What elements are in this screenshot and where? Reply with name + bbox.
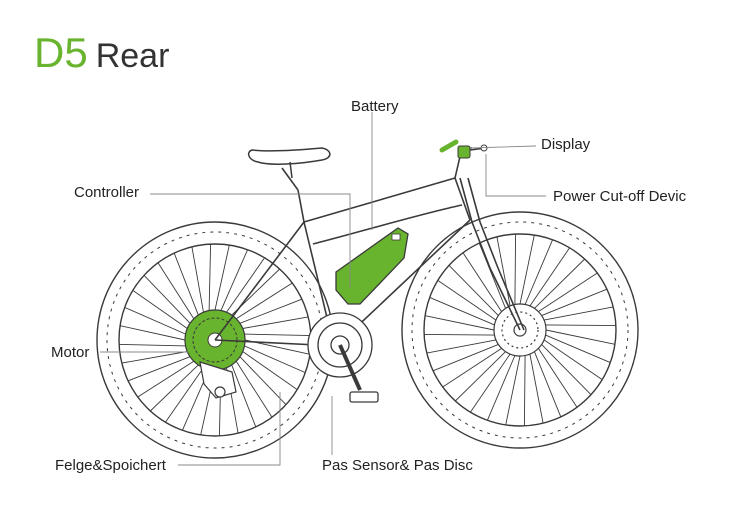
spoke (541, 288, 608, 317)
spoke (478, 242, 507, 309)
front-spokes (424, 234, 616, 426)
spoke (437, 280, 497, 321)
spoke (143, 274, 191, 324)
spoke (157, 262, 195, 320)
chainring-crank (307, 312, 379, 403)
spoke (529, 353, 544, 424)
spoke (462, 252, 502, 312)
rear-derailleur (199, 361, 237, 399)
spoke (545, 329, 615, 345)
handlebar-display (439, 139, 488, 159)
spoke (165, 367, 204, 423)
spoke (538, 348, 578, 408)
label-display: Display (541, 136, 591, 153)
spoke (132, 290, 188, 329)
spoke (432, 343, 499, 372)
spoke (486, 355, 516, 421)
label-controller: Controller (74, 184, 140, 201)
spoke (242, 316, 309, 329)
spoke (191, 246, 204, 313)
label-rim-spokes: Felge&Spoichert (55, 457, 166, 474)
spoke (239, 356, 287, 406)
leader-lines (100, 112, 546, 466)
spoke (214, 245, 230, 311)
label-power-cutoff: Power Cut-off Devic (553, 188, 687, 205)
spoke (124, 306, 186, 335)
spoke (242, 351, 298, 390)
spoke (545, 334, 611, 364)
front-wheel (401, 211, 639, 449)
spoke (505, 355, 521, 425)
spoke (220, 249, 249, 311)
spoke (244, 333, 311, 337)
model-variant: Rear (95, 37, 170, 75)
spoke (496, 236, 511, 307)
spoke (424, 333, 495, 336)
spoke (514, 234, 517, 305)
spoke (235, 360, 273, 418)
spoke (127, 356, 191, 382)
rear-spokes (119, 244, 311, 436)
label-motor: Motor (51, 344, 90, 361)
spoke (119, 343, 186, 347)
frame (214, 147, 525, 347)
spoke (519, 235, 535, 305)
spoke (454, 351, 506, 402)
spoke (524, 239, 554, 305)
label-pas-sensor: Pas Sensor& Pas Disc (322, 457, 473, 474)
spoke (534, 258, 586, 309)
spoke (235, 282, 293, 320)
spoke (529, 247, 570, 307)
spoke (543, 339, 603, 380)
spoke (523, 355, 526, 426)
spoke (137, 360, 195, 398)
spoke (244, 345, 306, 374)
spoke (231, 364, 257, 428)
spoke (541, 344, 592, 396)
spoke (173, 252, 199, 316)
spoke (426, 339, 497, 354)
spoke (448, 264, 499, 316)
saddle (247, 147, 331, 179)
spoke (239, 298, 303, 324)
spoke (470, 353, 511, 413)
spoke (149, 364, 199, 412)
spoke (545, 324, 616, 327)
spoke (543, 306, 614, 321)
model-code: D5 (34, 29, 88, 76)
spoke (226, 257, 265, 313)
spoke (538, 272, 598, 312)
label-battery: Battery (351, 98, 399, 115)
spoke (533, 351, 562, 418)
spoke (121, 351, 188, 364)
spoke (429, 296, 495, 326)
spoke (120, 325, 186, 341)
spoke (442, 348, 502, 388)
spoke (208, 244, 212, 311)
spoke (425, 315, 495, 331)
rear-wheel (96, 221, 334, 459)
battery-pack (335, 227, 409, 305)
front-brake-disc (493, 303, 547, 357)
